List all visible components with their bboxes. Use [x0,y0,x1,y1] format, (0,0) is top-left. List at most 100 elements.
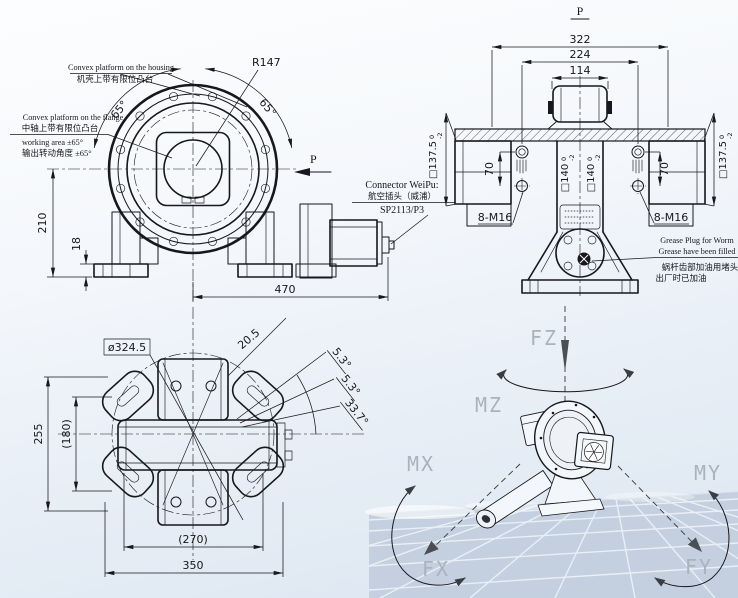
dim-210: 210 [36,169,92,278]
label-my: MY [694,461,722,485]
note-housing-zh: 机壳上带有限位凸台 [77,74,154,84]
note-working-zh: 输出转动角度 ±65° [22,148,92,158]
dim-diameter-label: ø324.5 [108,341,146,354]
note-housing-en: Convex platform on the housing [68,63,174,72]
m16-hole-left [514,178,530,194]
center-bore [163,139,223,199]
grease-line2: Grease have been filled [658,247,735,256]
view-p-label: P [310,152,317,166]
sq137-left-value: □137.5 [428,141,439,179]
housing-rings [107,83,279,255]
dim-sq137-right: □137.5 0 -2 [703,112,734,207]
label-mz: MZ [475,393,503,417]
dim-270-label: (270) [178,533,208,546]
grease-line1: Grease Plug for Worm [660,236,734,245]
dim-70-left: 70 [483,151,515,186]
dim-70-left-label: 70 [483,162,496,176]
radius-label: R147 [252,56,281,69]
flange-plate-top [157,358,229,421]
mz-rotation-arrow-icon [496,368,635,393]
sq140-right-lower: -2 [594,155,602,161]
cloud [605,492,695,502]
connector-plug [381,236,390,254]
m16-hole-right [630,178,646,194]
threaded-hole-right [631,145,645,174]
my-rotation-arrow-icon [654,490,730,588]
label-fy: FY [685,555,713,579]
grease-line3: 蜗杆齿部加油用堵头 [662,262,738,272]
sq137-right-upper: 0 [718,135,726,139]
threaded-hole-left [515,145,529,174]
note-working-en: working area ±65° [22,138,83,147]
sq140-right-upper: 0 [586,157,594,161]
dia-leader [149,354,244,521]
dim-sq137-left: □137.5 0 -2 [428,112,457,207]
view-p-arrow-icon [294,168,310,176]
bolts-right-label: 8-M16 [654,211,688,224]
sq140-right-value: □140 [586,164,597,193]
dim-180-label: (180) [60,419,73,449]
motor-hub [481,515,491,523]
flange-band [454,128,706,142]
sq140-left-lower: -2 [568,155,576,161]
connector-line2: 航空插头（威浦） [368,191,436,201]
dim-224-label: 224 [570,48,591,61]
foot-left [93,211,159,278]
front-view: 65° 65° R147 P Convex platform on the ho… [10,56,455,302]
working-arc-left [93,67,181,149]
dim-270: (270) [123,473,264,551]
note-flange-en: Convex platform on the flange [23,113,124,122]
note-connector: Connector WeiPu: 航空插头（威浦） SP2113/P3 [352,180,455,245]
foot-right [227,211,293,278]
sq137-left-lower: -2 [436,133,444,139]
dim-255: 255 [32,376,108,512]
fz-arrow-icon [561,340,569,372]
working-arc-right [205,67,293,149]
dim-offset-label: 20.5 [235,326,262,352]
slewing-drive-3d [391,306,730,588]
view-label-p: P [577,4,584,18]
dim-diameter: ø324.5 [103,338,151,356]
pedestal-base [521,279,639,294]
bolt-circle-324 [111,352,275,516]
side-view: P 322 224 114 [428,4,738,296]
dim-210-label: 210 [36,213,49,234]
dim-18-label: 18 [70,237,83,251]
label-mx: MX [407,452,435,476]
dim-18: 18 [70,237,108,291]
motor-assembly [295,203,395,279]
gearbox-3d [574,431,614,471]
output-flange-square [155,131,231,207]
dim-180: (180) [60,396,112,492]
angle-right-label: 65° [256,96,278,119]
label-fx: FX [422,557,450,581]
dim-114: 114 [551,64,609,89]
label-fz: FZ [530,326,558,350]
label-8m16-right: 8-M16 [639,191,689,225]
note-flange-zh: 中轴上带有限位凸台 [22,123,99,133]
mx-rotation-arrow-icon [391,485,466,587]
grease-line4: 出厂时已加油 [655,273,706,283]
sq140-left-value: □140 [560,164,571,193]
worm-end-face [555,228,605,278]
top-view: ø324.5 20.5 5.3° 5.3° 33.7° 255 (180) (2… [32,307,371,577]
dim-350-label: 350 [183,559,204,572]
label-8m16-left: 8-M16 [478,191,524,225]
dim-114-label: 114 [570,64,591,77]
note-grease: Grease Plug for Worm Grease have been fi… [591,236,738,283]
connector-line3: SP2113/P3 [380,205,424,216]
cloud [365,505,475,519]
dim-350: 350 [104,502,284,577]
dim-sq140-left: □140 0 -2 [560,155,576,193]
dim-offset: 20.5 [227,317,287,377]
connector-line1: Connector WeiPu: [365,180,438,191]
bolts-left-label: 8-M16 [478,211,512,224]
dim-322-label: 322 [570,33,591,46]
dim-70-right: 70 [645,151,671,186]
side-body [454,85,706,294]
sq137-right-lower: -2 [726,133,734,139]
base-plate-3d [537,498,605,517]
note-housing: Convex platform on the housing 机壳上带有限位凸台 [68,63,248,108]
load-diagram: FZ MZ MX MY FX FY [365,306,738,598]
